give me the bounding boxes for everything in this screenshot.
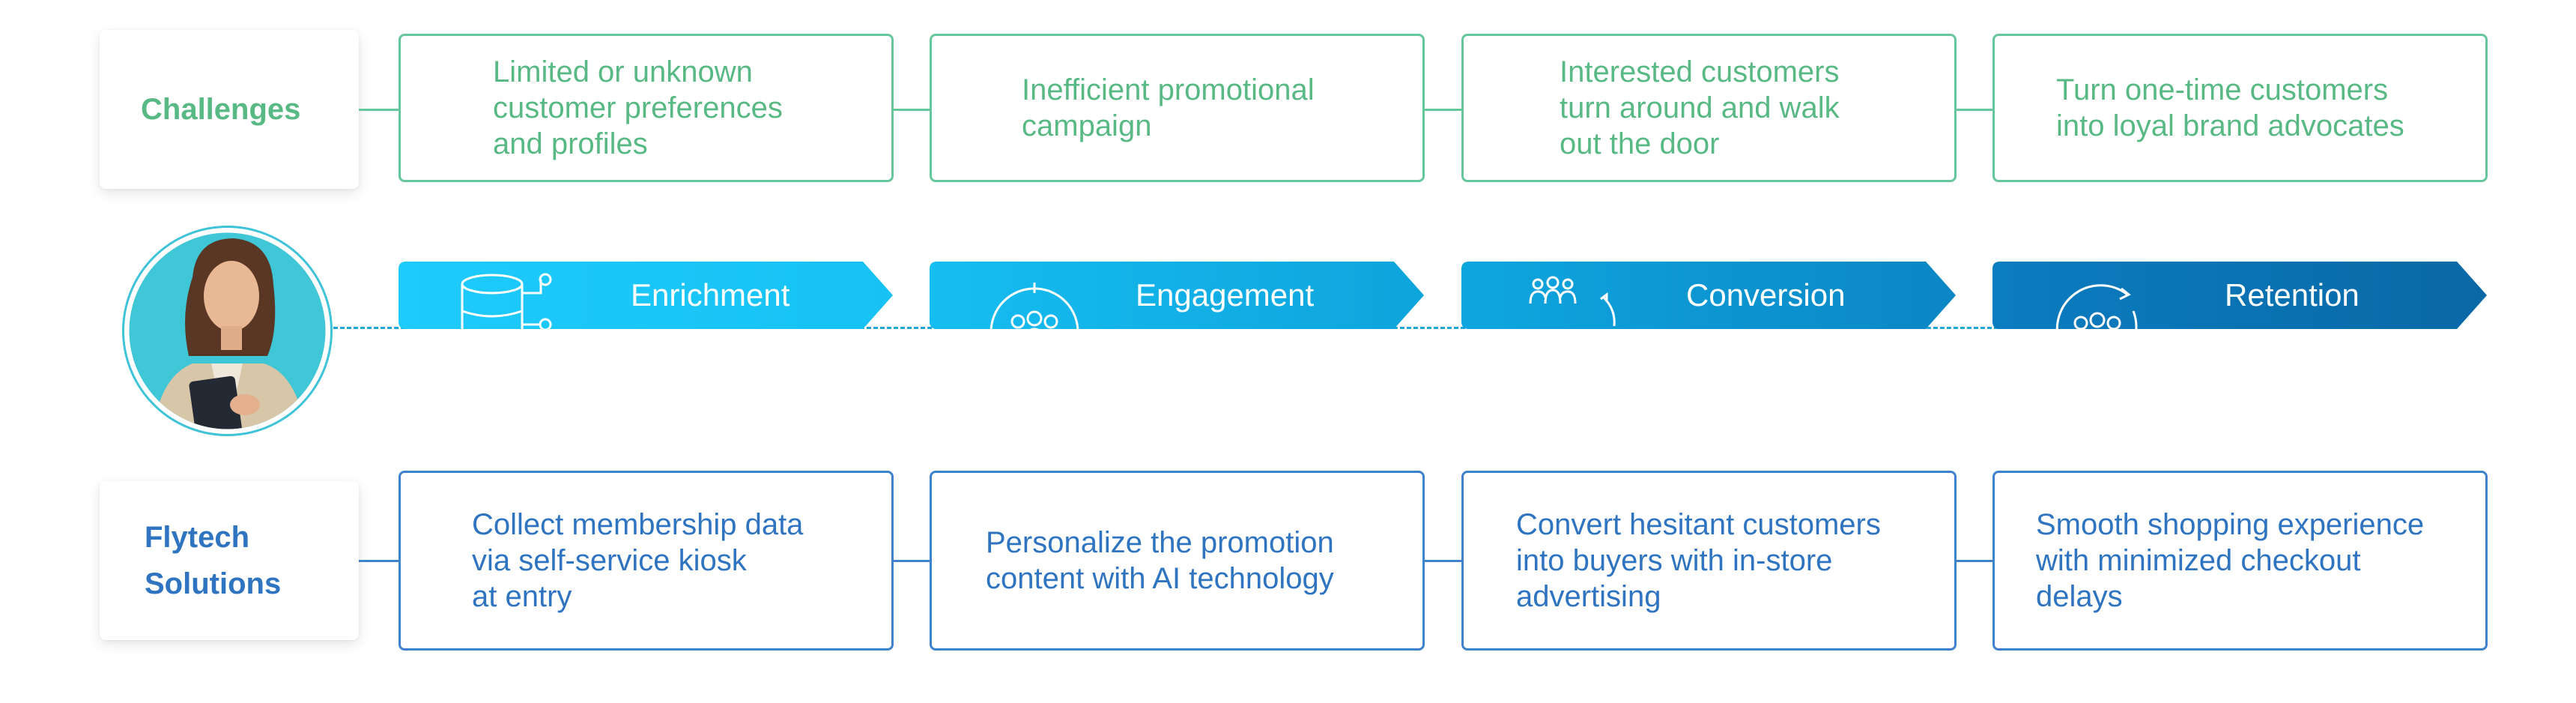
challenge-3-line-3: out the door [1560, 127, 1720, 160]
solution-1-line-2: via self-service kiosk [472, 544, 747, 577]
solution-4-line-3: delays [2036, 580, 2123, 613]
solution-box-4: Smooth shopping experience with minimize… [1992, 471, 2488, 651]
stage-conversion: $ Conversion [1461, 229, 1957, 386]
stage-label-retention: Retention [2225, 277, 2360, 313]
challenge-2-line-1: Inefficient promotional [1022, 73, 1315, 106]
challenge-box-2: Inefficient promotional campaign [930, 34, 1425, 182]
stage-label-conversion: Conversion [1686, 277, 1846, 313]
solution-2-line-2: content with AI technology [986, 562, 1334, 595]
target-people-icon [982, 283, 1087, 391]
challenge-box-3: Interested customers turn around and wal… [1461, 34, 1957, 182]
stage-label-engagement: Engagement [1136, 277, 1315, 313]
stage-retention: Retention [1992, 229, 2488, 372]
people-refresh-icon [2045, 277, 2150, 385]
challenge-4-line-1: Turn one-time customers [2056, 73, 2389, 106]
solutions-label-line-1: Flytech [145, 521, 250, 554]
solution-box-2: Personalize the promotion content with A… [930, 471, 1425, 651]
solutions-label-line-2: Solutions [145, 567, 282, 600]
challenge-3-line-1: Interested customers [1560, 55, 1840, 88]
challenge-box-1: Limited or unknown customer preferences … [398, 34, 894, 182]
stage-engagement: Engagement [930, 229, 1425, 381]
solution-3-line-3: advertising [1516, 580, 1661, 613]
challenges-label-card: Challenges [100, 30, 359, 189]
solution-box-3: Convert hesitant customers into buyers w… [1461, 471, 1957, 651]
solution-3-line-2: into buyers with in-store [1516, 544, 1833, 577]
challenges-label: Challenges [141, 93, 301, 126]
avatar [121, 225, 333, 437]
svg-text:$: $ [1589, 354, 1602, 379]
solution-4-line-1: Smooth shopping experience [2036, 508, 2425, 541]
solution-1-line-1: Collect membership data [472, 508, 804, 541]
challenge-box-4: Turn one-time customers into loyal brand… [1992, 34, 2488, 182]
solution-1-line-3: at entry [472, 580, 572, 613]
database-icon [458, 272, 586, 388]
stage-label-enrichment: Enrichment [631, 277, 790, 313]
people-dollar-cycle-icon: $ [1529, 275, 1634, 391]
challenge-3-line-2: turn around and walk [1560, 91, 1840, 124]
challenge-1-line-3: and profiles [493, 127, 648, 160]
challenge-1-line-1: Limited or unknown [493, 55, 753, 88]
challenge-1-line-2: customer preferences [493, 91, 783, 124]
challenge-4-line-2: into loyal brand advocates [2056, 109, 2404, 142]
solution-2-line-1: Personalize the promotion [986, 526, 1334, 559]
stage-enrichment: Enrichment [398, 229, 894, 378]
solution-3-line-1: Convert hesitant customers [1516, 508, 1881, 541]
solutions-label-card: Flytech Solutions [100, 481, 359, 640]
solution-box-1: Collect membership data via self-service… [398, 471, 894, 651]
solution-4-line-2: with minimized checkout [2036, 544, 2361, 577]
challenge-2-line-2: campaign [1022, 109, 1152, 142]
